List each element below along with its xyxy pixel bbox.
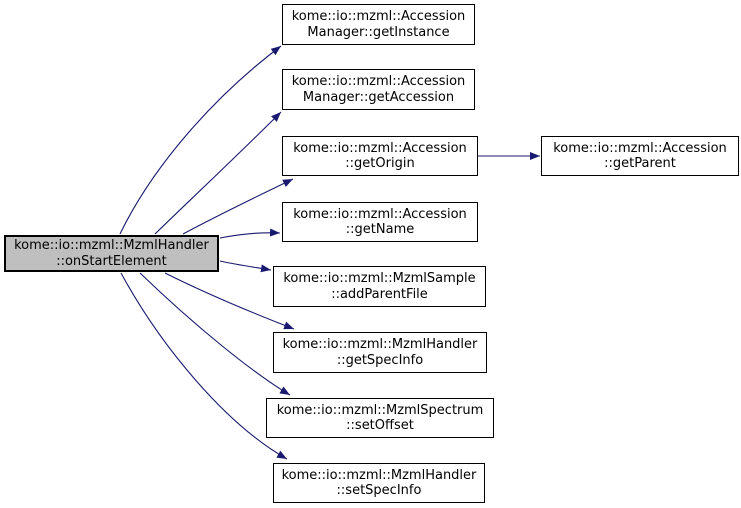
node-getname[interactable]: kome::io::mzml::Accession ::getName [282,202,478,242]
node-label-line1: kome::io::mzml::Accession [293,140,467,156]
edge-root-getinstance [119,45,282,235]
edge-root-getspecinfo [164,272,295,330]
edge-root-addparentfile [219,260,272,273]
node-label-line2: Manager::getInstance [307,24,450,40]
node-label-line1: kome::io::mzml::MzmlHandler [281,467,477,483]
node-label-line1: kome::io::mzml::MzmlHandler [282,337,478,352]
node-label-line2: ::addParentFile [331,286,428,302]
node-label-line2: ::setOffset [346,418,414,433]
node-label-line2: ::getOrigin [345,156,415,171]
node-label-line1: kome::io::mzml::MzmlHandler [14,238,209,253]
node-onstartelement[interactable]: kome::io::mzml::MzmlHandler ::onStartEle… [4,235,219,272]
edge-root-getaccession [154,111,282,235]
node-getinstance[interactable]: kome::io::mzml::Accession Manager::getIn… [282,4,475,45]
node-label-line2: ::getParent [604,156,676,171]
node-label-line1: kome::io::mzml::MzmlSpectrum [276,402,484,418]
node-label-line2: ::getSpecInfo [336,352,424,368]
node-label-line1: kome::io::mzml::Accession [291,74,466,89]
node-label-line2: ::setSpecInfo [336,483,422,498]
node-label-line2: Manager::getAccession [302,89,455,105]
edge-root-setspecinfo [120,272,288,460]
node-getparent[interactable]: kome::io::mzml::Accession ::getParent [541,136,739,176]
node-setspecinfo[interactable]: kome::io::mzml::MzmlHandler ::setSpecInf… [273,463,485,503]
node-getspecinfo[interactable]: kome::io::mzml::MzmlHandler ::getSpecInf… [273,332,487,373]
node-setoffset[interactable]: kome::io::mzml::MzmlSpectrum ::setOffset [266,398,494,438]
node-label-line1: kome::io::mzml::MzmlSample [283,271,476,286]
node-label-line2: ::getName [345,222,415,237]
node-label-line1: kome::io::mzml::Accession [293,206,467,222]
node-label-line2: ::onStartElement [56,253,167,269]
node-label-line1: kome::io::mzml::Accession [553,140,727,156]
edge-root-getorigin [182,178,294,235]
edge-root-setoffset [139,272,291,396]
node-getorigin[interactable]: kome::io::mzml::Accession ::getOrigin [282,136,478,176]
edge-root-getname [219,228,281,239]
node-label-line1: kome::io::mzml::Accession [291,9,466,24]
node-addparentfile[interactable]: kome::io::mzml::MzmlSample ::addParentFi… [273,266,486,307]
node-getaccession[interactable]: kome::io::mzml::Accession Manager::getAc… [282,69,475,110]
